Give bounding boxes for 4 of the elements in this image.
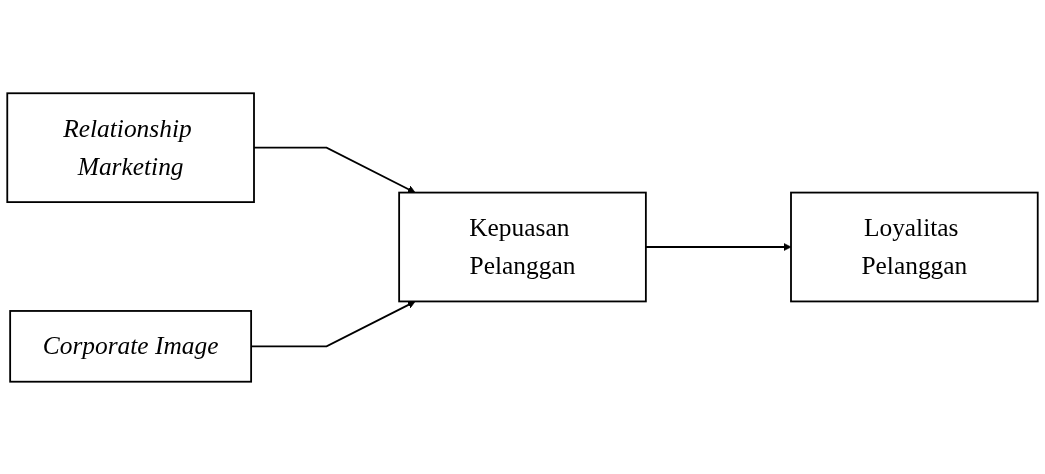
node-box: Relationship Marketing [6,91,255,203]
node-box: Kepuasan Pelanggan [398,191,647,302]
node-box: Corporate Image [9,309,253,383]
node-box: Loyalitas Pelanggan [790,191,1039,302]
